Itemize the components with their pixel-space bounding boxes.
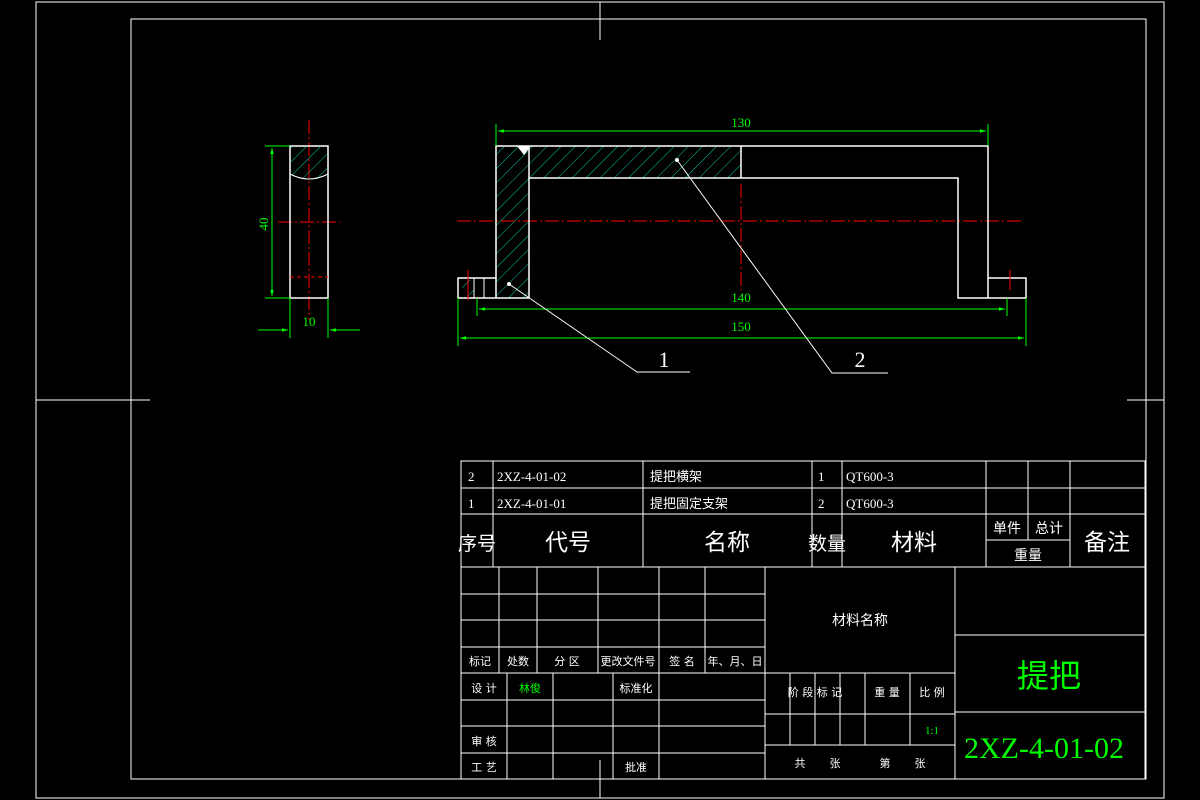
design-label: 设 计 (471, 682, 497, 695)
sheets-total-unit: 张 (830, 757, 841, 770)
rev-label-sign: 签 名 (669, 654, 695, 668)
process-label: 工 艺 (471, 761, 497, 774)
part-name: 提把 (1017, 657, 1081, 695)
dim-text-130: 130 (731, 115, 751, 130)
bracket-section-hatch (496, 146, 529, 298)
bom-row2-material: QT600-3 (846, 469, 894, 484)
bom-row2-code: 2XZ-4-01-02 (497, 469, 566, 484)
crossbar-section-hatch (529, 146, 741, 178)
bom-row2-no: 2 (468, 469, 475, 484)
sheets-total-label: 共 (795, 757, 806, 770)
title-block: 标记 处数 分 区 更改文件号 签 名 年、月、日 设 计 林俊 标准化 审 核… (460, 566, 1146, 780)
bom-header-unit: 单件 (993, 521, 1021, 537)
rev-label-date: 年、月、日 (708, 654, 763, 668)
dim-text-140: 140 (731, 290, 751, 305)
bom-row1-material: QT600-3 (846, 496, 894, 511)
bom-header-code: 代号 (545, 530, 591, 556)
bom-row2-qty: 1 (818, 469, 825, 484)
rev-label-doc: 更改文件号 (601, 654, 656, 668)
bom-header-remark: 备注 (1084, 530, 1130, 556)
bom-header-material: 材料 (891, 530, 937, 556)
weight-label: 重 量 (874, 685, 900, 699)
scale-label: 比 例 (919, 685, 945, 699)
leader-2 (676, 159, 888, 374)
rev-label-zone: 分 区 (554, 655, 580, 668)
rev-label-mark: 标记 (469, 654, 491, 668)
bom-row1-code: 2XZ-4-01-01 (497, 496, 566, 511)
dim-text-10: 10 (303, 314, 316, 329)
drawing-border (35, 1, 1165, 799)
scale-value: 1:1 (925, 725, 939, 737)
leader-1 (508, 283, 690, 373)
bom-header-weight: 重量 (1014, 548, 1042, 564)
designer-name: 林俊 (519, 681, 541, 695)
sheet-no-label: 第 (880, 756, 891, 770)
drawing-number: 2XZ-4-01-02 (964, 732, 1124, 765)
standard-label: 标准化 (620, 681, 653, 695)
balloon-2: 2 (855, 347, 866, 372)
material-name-label: 材料名称 (832, 613, 888, 629)
dim-text-150: 150 (731, 319, 751, 334)
bom-row2-name: 提把横架 (650, 469, 702, 485)
bom-header-name: 名称 (704, 530, 750, 556)
approve-label: 批准 (625, 760, 647, 774)
front-view: 130 140 150 1 2 (457, 115, 1027, 374)
bom-header-no: 序号 (458, 533, 496, 555)
sheet-no-unit: 张 (915, 757, 926, 770)
bom-table: 2 2XZ-4-01-02 提把横架 1 QT600-3 1 2XZ-4-01-… (458, 460, 1146, 568)
balloon-1: 1 (659, 347, 670, 372)
rev-label-count: 处数 (507, 655, 529, 668)
dim-text-40: 40 (256, 218, 271, 231)
bom-row1-name: 提把固定支架 (650, 496, 728, 512)
review-label: 审 核 (471, 734, 497, 748)
bom-header-total: 总计 (1035, 521, 1063, 537)
bom-row1-no: 1 (468, 496, 475, 511)
bom-row1-qty: 2 (818, 496, 825, 511)
bom-header-qty: 数量 (808, 533, 846, 555)
side-view: 40 10 (256, 120, 360, 338)
side-view-hatch (289, 145, 329, 180)
stage-label: 阶 段 标 记 (788, 685, 843, 699)
